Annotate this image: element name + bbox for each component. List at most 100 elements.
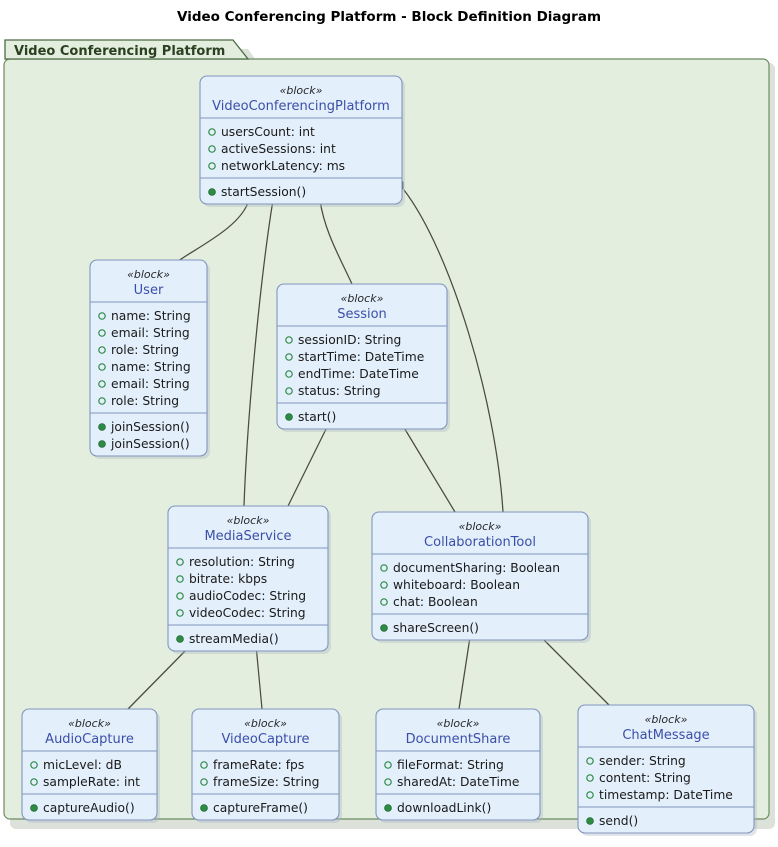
block-name: Session	[337, 307, 387, 322]
block-attribute: sessionID: String	[298, 333, 401, 347]
block-chatmessage[interactable]: «block» ChatMessage sender: String content:…	[577, 704, 757, 836]
block-collaborationtool[interactable]: «block»CollaborationTooldocumentSharing:…	[371, 511, 591, 643]
attribute-marker-icon	[380, 598, 388, 606]
block-attribute: sampleRate: int	[43, 775, 140, 789]
block-operation: joinSession()	[110, 420, 190, 434]
attribute-marker-icon	[200, 778, 208, 786]
block-attribute: documentSharing: Boolean	[393, 561, 560, 575]
attribute-marker-icon	[384, 761, 392, 769]
block-name: ChatMessage	[622, 728, 709, 743]
block-stereotype: «block»	[437, 717, 480, 730]
block-name: VideoConferencingPlatform	[212, 99, 390, 114]
attribute-marker-icon	[586, 757, 594, 765]
edge-line	[287, 420, 331, 507]
block-session[interactable]: «block» Session sessionID: String startTime…	[276, 283, 450, 432]
block-name: CollaborationTool	[424, 535, 536, 550]
edge-line	[403, 189, 504, 513]
block-attribute: content: String	[599, 771, 691, 785]
edge-line	[319, 199, 353, 285]
attribute-marker-icon	[285, 370, 293, 378]
operation-marker-icon	[200, 804, 208, 812]
operation-marker-icon	[98, 423, 106, 431]
attribute-marker-icon	[380, 564, 388, 572]
block-attribute: audioCodec: String	[189, 589, 306, 603]
block-name: MediaService	[204, 529, 291, 544]
attribute-marker-icon	[285, 336, 293, 344]
block-operation: startSession()	[221, 185, 306, 199]
attribute-marker-icon	[98, 363, 106, 371]
block-attribute: status: String	[298, 384, 381, 398]
block-attribute: timestamp: DateTime	[599, 788, 733, 802]
block-operation: captureFrame()	[213, 801, 308, 815]
block-stereotype: «block»	[645, 713, 688, 726]
attribute-marker-icon	[98, 312, 106, 320]
attribute-marker-icon	[208, 162, 216, 170]
block-name: DocumentShare	[406, 732, 511, 747]
attribute-marker-icon	[200, 761, 208, 769]
attribute-marker-icon	[98, 397, 106, 405]
package-tab	[4, 39, 250, 60]
block-operation: joinSession()	[110, 437, 190, 451]
operation-marker-icon	[98, 440, 106, 448]
attribute-marker-icon	[285, 353, 293, 361]
block-frame	[21, 708, 158, 821]
block-attribute: name: String	[111, 309, 191, 323]
block-stereotype: «block»	[227, 514, 270, 527]
operation-marker-icon	[30, 804, 38, 812]
edge-line	[127, 644, 192, 710]
block-attribute: bitrate: kbps	[189, 572, 267, 586]
block-stereotype: «block»	[127, 268, 170, 281]
block-attribute: networkLatency: ms	[221, 159, 345, 173]
block-name: User	[134, 283, 164, 298]
block-frame	[167, 505, 329, 652]
block-attribute: sender: String	[599, 754, 686, 768]
block-videoconferencingplatform[interactable]: «block»VideoConferencingPlatformusersCou…	[199, 75, 405, 207]
attribute-marker-icon	[208, 145, 216, 153]
edge-line	[540, 636, 610, 706]
attribute-marker-icon	[285, 387, 293, 395]
block-operation: shareScreen()	[393, 621, 479, 635]
attribute-marker-icon	[30, 778, 38, 786]
block-attribute: name: String	[111, 360, 191, 374]
block-frame	[276, 283, 448, 430]
block-attribute: email: String	[111, 326, 190, 340]
edge-line	[243, 199, 274, 507]
block-attribute: startTime: DateTime	[298, 350, 424, 364]
block-attribute: videoCodec: String	[189, 606, 306, 620]
block-stereotype: «block»	[341, 292, 384, 305]
block-frame	[89, 259, 208, 457]
block-frame	[577, 704, 755, 834]
operation-marker-icon	[384, 804, 392, 812]
block-attribute: whiteboard: Boolean	[393, 578, 520, 592]
block-frame	[191, 708, 340, 821]
block-attribute: fileFormat: String	[397, 758, 504, 772]
block-name: AudioCapture	[45, 732, 134, 747]
block-attribute: endTime: DateTime	[298, 367, 419, 381]
package-label: Video Conferencing Platform	[14, 44, 225, 59]
attribute-marker-icon	[176, 558, 184, 566]
page-title: Video Conferencing Platform - Block Defi…	[177, 9, 601, 25]
operation-marker-icon	[586, 817, 594, 825]
attribute-marker-icon	[384, 778, 392, 786]
attribute-marker-icon	[586, 774, 594, 782]
block-operation: captureAudio()	[43, 801, 135, 815]
attribute-marker-icon	[98, 346, 106, 354]
attribute-marker-icon	[98, 329, 106, 337]
attribute-marker-icon	[30, 761, 38, 769]
attribute-marker-icon	[586, 791, 594, 799]
operation-marker-icon	[208, 188, 216, 196]
block-frame	[375, 708, 541, 821]
block-operation: start()	[298, 410, 336, 424]
block-operation: downloadLink()	[397, 801, 491, 815]
attribute-marker-icon	[176, 575, 184, 583]
attribute-marker-icon	[98, 380, 106, 388]
operation-marker-icon	[285, 413, 293, 421]
operation-marker-icon	[380, 624, 388, 632]
block-attribute: frameSize: String	[213, 775, 319, 789]
